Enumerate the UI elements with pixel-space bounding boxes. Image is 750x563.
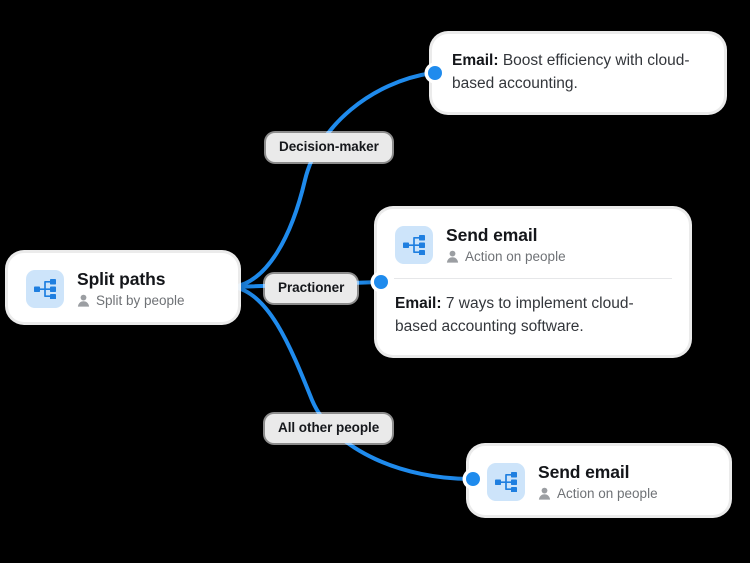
email-text: Boost efficiency with cloud-based accoun… bbox=[452, 52, 690, 93]
branch-label-decision-maker[interactable]: Decision-maker bbox=[266, 133, 392, 162]
email-label: Email: bbox=[395, 295, 442, 312]
connector-dot-email-top[interactable] bbox=[428, 66, 442, 80]
connector-dot-send-bottom[interactable] bbox=[466, 472, 480, 486]
node-split-paths[interactable]: Split paths Split by people bbox=[8, 253, 238, 322]
divider bbox=[394, 278, 672, 279]
node-header: Send email Action on people bbox=[469, 446, 729, 515]
node-send-email-middle[interactable]: Send email Action on people Email: 7 way… bbox=[377, 209, 689, 355]
node-subtitle: Action on people bbox=[557, 486, 658, 501]
node-subtitle: Action on people bbox=[465, 249, 566, 264]
node-text-block: Send email Action on people bbox=[538, 462, 658, 501]
split-paths-icon bbox=[487, 462, 525, 501]
branch-label-practioner[interactable]: Practioner bbox=[265, 274, 358, 303]
node-header: Split paths Split by people bbox=[8, 253, 238, 322]
node-send-email-bottom[interactable]: Send email Action on people bbox=[469, 446, 729, 515]
node-header: Send email Action on people bbox=[377, 209, 689, 278]
node-text-block: Split paths Split by people bbox=[77, 269, 185, 308]
person-icon bbox=[446, 250, 459, 263]
node-title: Split paths bbox=[77, 269, 166, 289]
node-subtitle-row: Split by people bbox=[77, 293, 185, 308]
person-icon bbox=[77, 294, 90, 307]
node-title: Send email bbox=[538, 462, 630, 482]
branch-label-all-other[interactable]: All other people bbox=[265, 414, 393, 443]
person-icon bbox=[538, 487, 551, 500]
node-title: Send email bbox=[446, 225, 538, 245]
node-subtitle-row: Action on people bbox=[538, 486, 658, 501]
node-subtitle: Split by people bbox=[96, 293, 185, 308]
node-body: Email: 7 ways to implement cloud-based a… bbox=[377, 279, 689, 355]
split-paths-icon bbox=[395, 225, 433, 264]
email-label: Email: bbox=[452, 52, 499, 69]
split-paths-icon bbox=[26, 269, 64, 308]
node-body: Email: Boost efficiency with cloud-based… bbox=[432, 34, 724, 112]
node-subtitle-row: Action on people bbox=[446, 249, 566, 264]
node-email-message-top[interactable]: Email: Boost efficiency with cloud-based… bbox=[432, 34, 724, 112]
node-text-block: Send email Action on people bbox=[446, 225, 566, 264]
connector-dot-send-middle[interactable] bbox=[374, 275, 388, 289]
